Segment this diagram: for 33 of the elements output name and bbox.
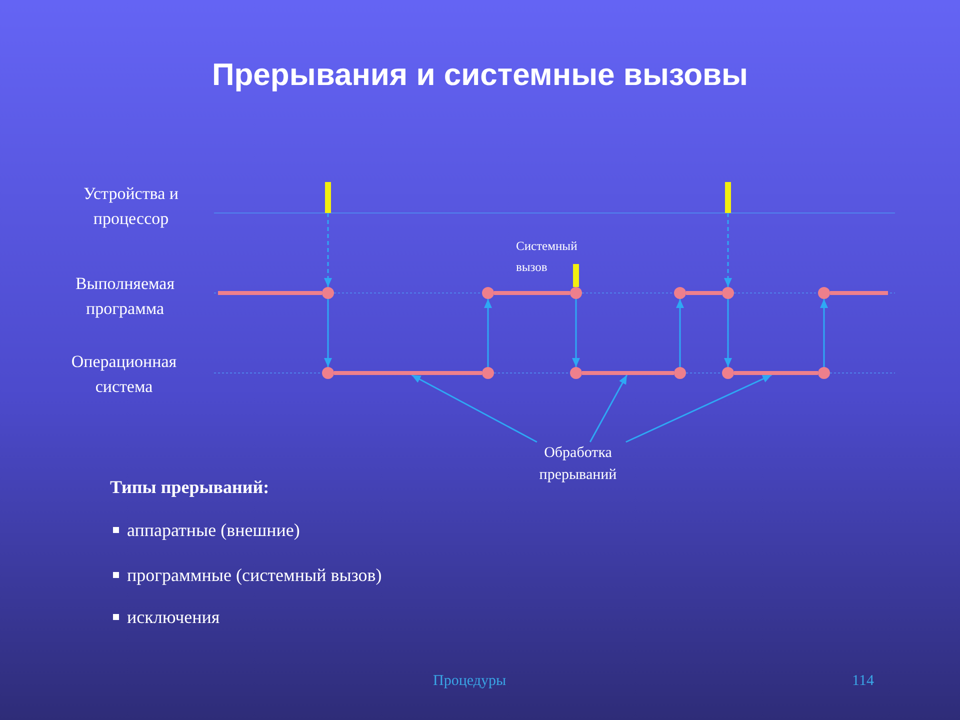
row-label: Устройства и процессор (82, 183, 180, 230)
event-bar (573, 264, 579, 287)
timeline-segment (334, 371, 482, 375)
timeline-segment (218, 291, 322, 295)
arrow (724, 299, 732, 367)
row-label: Выполняемая программа (74, 273, 176, 320)
annotation-text: Системный вызов (516, 238, 578, 276)
timeline-segment (734, 371, 818, 375)
dashed-arrow (324, 213, 332, 287)
arrow (484, 299, 492, 367)
list-heading: Типы прерываний: (110, 476, 270, 498)
arrow (572, 299, 580, 367)
leader-arrow (589, 374, 628, 442)
event-bar (325, 182, 331, 213)
event-bar (725, 182, 731, 213)
callout-text: Обработка прерываний (513, 442, 643, 486)
timeline-segment (830, 291, 888, 295)
list-item-text: аппаратные (внешние) (127, 519, 300, 541)
timeline-segment (582, 371, 674, 375)
arrow (820, 299, 828, 367)
leader-arrow (411, 374, 538, 443)
timeline-segment (686, 291, 722, 295)
footer-text: Процедуры (433, 672, 506, 690)
slide-title: Прерывания и системные вызовы (210, 57, 750, 93)
dashed-arrow (724, 213, 732, 287)
page-number: 114 (852, 672, 874, 690)
list-item-text: исключения (127, 606, 220, 628)
list-item-text: программные (системный вызов) (127, 564, 382, 586)
leader-arrow (626, 374, 772, 443)
arrow (324, 299, 332, 367)
row-label: Операционная система (70, 351, 178, 398)
arrow (676, 299, 684, 367)
timeline-segment (494, 291, 570, 295)
